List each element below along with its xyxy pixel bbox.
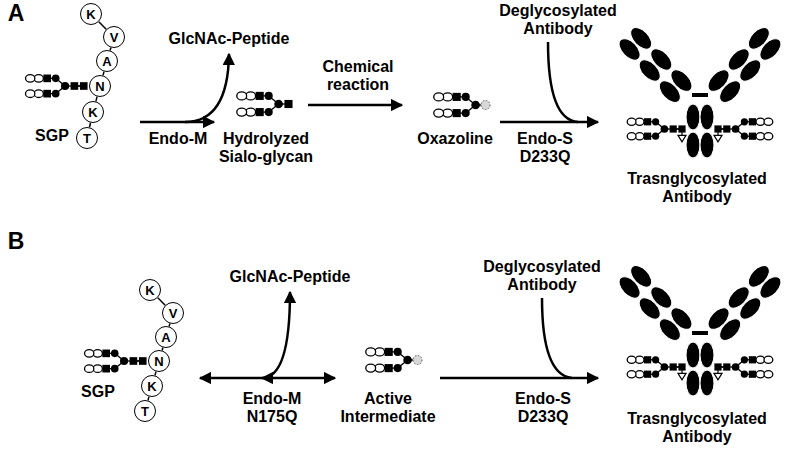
- glycan-figures: [26, 24, 785, 396]
- scheme-label: Endo-S D233Q: [509, 130, 581, 167]
- residue-circle: K: [141, 375, 163, 397]
- scheme-label: Deglycosylated Antibody: [496, 2, 621, 39]
- residue-circle: V: [162, 302, 184, 324]
- residue-circle: K: [82, 101, 104, 123]
- residue-circle: N: [89, 75, 111, 97]
- glycan-symbol: [434, 93, 490, 117]
- residue-letter: N: [95, 80, 104, 93]
- glycan-symbol: [714, 118, 773, 142]
- reaction-arrows: [140, 42, 598, 378]
- residue-circle: A: [155, 326, 177, 348]
- reaction-arrow: [140, 121, 214, 124]
- scheme-label: Oxazoline: [405, 130, 505, 148]
- scheme-label: SGP: [68, 383, 128, 401]
- residue-letter: T: [83, 132, 91, 145]
- antibody-symbol: [615, 262, 785, 396]
- peptide-bond: [99, 22, 106, 29]
- residue-letter: A: [102, 55, 111, 68]
- residue-circle: T: [134, 400, 156, 422]
- residue-circle: T: [76, 127, 98, 149]
- panel-letter: B: [3, 228, 29, 254]
- scheme-label: Trasnglycosylated Antibody: [617, 170, 777, 207]
- residue-letter: A: [161, 331, 170, 344]
- residue-letter: K: [88, 106, 97, 119]
- scheme-label: Endo-S D233Q: [507, 390, 579, 427]
- residue-circle: V: [103, 26, 125, 48]
- peptide-bond: [158, 298, 165, 305]
- scheme-label: SGP: [22, 127, 82, 145]
- substrate-curve: [542, 298, 572, 378]
- residue-circle: A: [96, 50, 118, 72]
- residue-letter: T: [141, 405, 149, 418]
- residue-letter: V: [110, 31, 119, 44]
- release-arrow: [262, 292, 290, 378]
- reaction-arrow: [440, 377, 598, 380]
- glycan-symbol: [627, 356, 686, 380]
- substrate-curve: [548, 42, 578, 122]
- glycan-symbol: [26, 75, 88, 98]
- scheme-label: GlcNAc-Peptide: [220, 268, 360, 286]
- reaction-arrow: [308, 104, 402, 107]
- residue-letter: K: [147, 380, 156, 393]
- reaction-arrow: [500, 121, 598, 124]
- scheme-label: GlcNAc-Peptide: [159, 30, 299, 48]
- residue-letter: K: [145, 284, 154, 297]
- antibody-symbol: [615, 24, 785, 158]
- panel-letter: A: [3, 0, 29, 26]
- scheme-label: Endo-M N175Q: [234, 390, 310, 427]
- glycan-symbol: [237, 92, 293, 116]
- residue-letter: N: [154, 355, 163, 368]
- glycan-symbol: [714, 356, 773, 380]
- residue-circle: K: [80, 3, 102, 25]
- scheme-label: Hydrolyzed Sialo-glycan: [211, 130, 321, 167]
- residue-letter: V: [169, 307, 178, 320]
- release-arrow: [185, 54, 229, 122]
- residue-circle: K: [139, 279, 161, 301]
- glycan-symbol: [366, 348, 422, 372]
- scheme-label: Active Intermediate: [333, 390, 443, 427]
- glycan-symbol: [627, 118, 686, 142]
- glycan-symbol: [85, 350, 147, 373]
- scheme-label: Trasnglycosylated Antibody: [617, 410, 777, 447]
- scheme-label: Deglycosylated Antibody: [480, 258, 605, 295]
- scheme-label: Chemical reaction: [313, 58, 403, 95]
- scheme-label: Endo-M: [138, 130, 218, 148]
- residue-circle: N: [148, 350, 170, 372]
- residue-letter: K: [86, 8, 95, 21]
